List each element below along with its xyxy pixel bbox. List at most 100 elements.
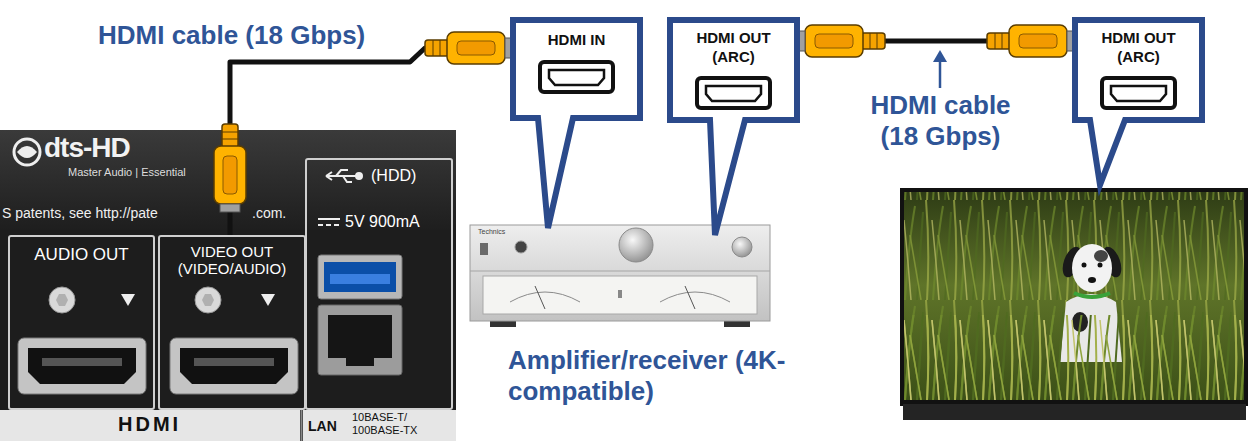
hdmi-port bbox=[18, 338, 146, 394]
television-illustration bbox=[1082, 263, 1087, 268]
usb-symbol bbox=[326, 170, 362, 182]
television-illustration bbox=[1088, 277, 1096, 283]
port-section: VIDEO OUT (VIDEO/AUDIO) bbox=[158, 235, 306, 410]
television-illustration bbox=[904, 192, 1244, 400]
amplifier-illustration bbox=[535, 286, 545, 309]
lan-port bbox=[328, 315, 392, 366]
amplifier-illustration bbox=[510, 292, 580, 302]
usb-port bbox=[324, 262, 396, 292]
player-rear-panel bbox=[17, 146, 37, 158]
dc-symbol bbox=[318, 219, 340, 225]
lan-port bbox=[318, 305, 402, 375]
node-label: AUDIO OUT bbox=[34, 245, 128, 265]
port-section: (HDD) 5V 900mA bbox=[305, 158, 453, 410]
device-label: Amplifier/receiver (4K-compatible) bbox=[508, 345, 798, 407]
amplifier-illustration bbox=[732, 237, 752, 257]
amplifier-illustration bbox=[515, 241, 527, 253]
hdmi-port-icon bbox=[697, 78, 770, 108]
usb-symbol bbox=[326, 172, 332, 180]
player-rear-panel bbox=[14, 139, 40, 165]
node-label: HDMI OUT (ARC) bbox=[684, 28, 784, 66]
player-rear-panel bbox=[301, 410, 303, 441]
screw-symbol bbox=[202, 294, 214, 306]
triangle-mark bbox=[261, 294, 275, 306]
node-label: (HDD) bbox=[371, 166, 416, 186]
node-label: HDMI OUT (ARC) bbox=[1089, 28, 1189, 66]
television-illustration bbox=[904, 315, 1244, 400]
node-label: HDMI IN bbox=[548, 30, 606, 49]
amplifier-illustration bbox=[483, 276, 757, 314]
callout-box: HDMI OUT (ARC) bbox=[670, 20, 797, 120]
leader-arrow bbox=[933, 50, 947, 62]
amplifier-illustration bbox=[470, 271, 770, 272]
hdmi-port-icon bbox=[540, 62, 613, 92]
triangle-mark bbox=[121, 294, 275, 306]
amplifier-illustration bbox=[480, 243, 488, 255]
usb-symbol bbox=[326, 175, 358, 177]
screw-symbol bbox=[49, 287, 75, 313]
television-illustration bbox=[1098, 263, 1103, 268]
callout-outline bbox=[513, 20, 640, 228]
panel-print: HDMI bbox=[118, 413, 181, 435]
television-illustration bbox=[900, 188, 1248, 420]
television-illustration bbox=[1094, 250, 1108, 262]
triangle-mark bbox=[121, 294, 135, 306]
callout-outline bbox=[670, 20, 797, 235]
hdmi-port bbox=[42, 358, 122, 366]
usb-symbol bbox=[336, 170, 352, 182]
hdmi-port-icon bbox=[1102, 78, 1175, 108]
usb-port bbox=[318, 255, 402, 299]
hdmi-port bbox=[170, 338, 298, 394]
dc-symbol bbox=[318, 218, 340, 220]
television-illustration bbox=[900, 188, 1248, 406]
television-illustration bbox=[1074, 293, 1110, 297]
lan-port bbox=[318, 305, 402, 375]
hdmi-port bbox=[194, 358, 274, 366]
usb-symbol bbox=[356, 173, 362, 179]
amplifier-illustration bbox=[685, 286, 695, 309]
callout-box: HDMI OUT (ARC) bbox=[1075, 20, 1202, 120]
callout-box: HDMI IN bbox=[513, 20, 640, 118]
hdmi-plug bbox=[425, 32, 513, 64]
hdmi-plug bbox=[214, 124, 246, 212]
amplifier-illustration bbox=[618, 290, 622, 298]
amplifier-illustration bbox=[660, 292, 730, 302]
dc-symbol bbox=[318, 224, 340, 226]
brand-text: Technics bbox=[478, 228, 505, 235]
panel-print: LAN bbox=[308, 419, 337, 434]
usb-port bbox=[330, 274, 390, 284]
leader-arrow bbox=[933, 50, 947, 88]
television-illustration bbox=[1072, 244, 1112, 292]
node-label: VIDEO OUT (VIDEO/AUDIO) bbox=[165, 243, 299, 277]
logo-text: dts-HD bbox=[44, 134, 130, 162]
hdmi-plug bbox=[797, 25, 885, 57]
usb-port bbox=[318, 255, 402, 299]
callout-outline bbox=[513, 20, 640, 228]
hdmi-port-icon bbox=[549, 70, 604, 85]
hdmi-plug bbox=[214, 25, 1075, 212]
screw-symbol bbox=[195, 287, 221, 313]
node-label: 5V 900mA bbox=[345, 212, 420, 232]
amplifier-illustration bbox=[470, 225, 770, 321]
television-illustration bbox=[904, 192, 1244, 400]
hdmi-plug bbox=[987, 25, 1075, 57]
panel-print: S patents, see http://pate bbox=[2, 206, 158, 221]
amplifier-illustration bbox=[619, 228, 653, 262]
hdmi-cable bbox=[230, 48, 513, 235]
screw-symbol bbox=[56, 294, 68, 306]
cable-label: HDMI cable (18 Gbps) bbox=[858, 90, 1023, 152]
panel-print: Master Audio | Essential bbox=[68, 166, 186, 178]
cable-label: HDMI cable (18 Gbps) bbox=[98, 20, 365, 51]
player-rear-panel bbox=[0, 410, 300, 441]
hdmi-port-icon bbox=[1111, 86, 1166, 101]
hdmi-port bbox=[28, 348, 136, 384]
hdmi-port bbox=[180, 348, 288, 384]
callout-outline bbox=[1075, 20, 1202, 185]
amplifier-illustration bbox=[470, 225, 770, 327]
panel-print: .com. bbox=[252, 206, 286, 221]
television-illustration bbox=[903, 404, 1246, 420]
hdmi-port-icon bbox=[706, 86, 761, 101]
port-section: AUDIO OUT bbox=[8, 235, 155, 410]
screw-symbol bbox=[49, 287, 221, 313]
